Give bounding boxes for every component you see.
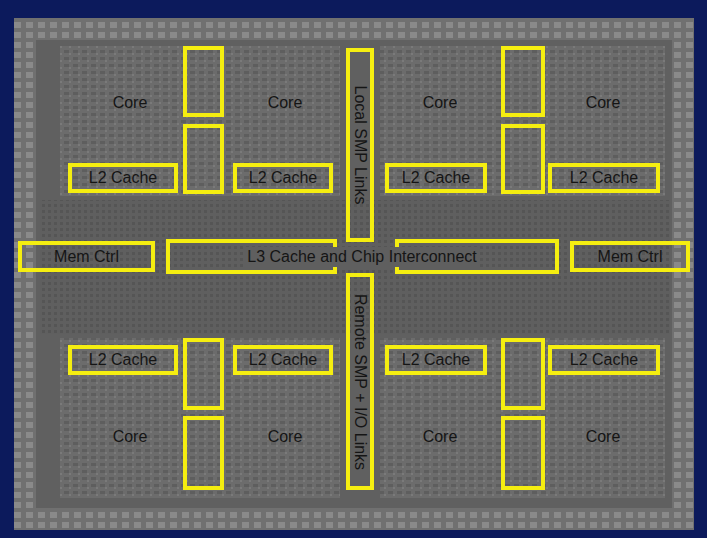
cache-region-box: L2 Cache [385,345,487,375]
cache-region-box: L2 Cache [385,163,487,193]
region-label: L2 Cache [249,169,318,187]
cache-region-box: L2 Cache [233,163,333,193]
region-label: Mem Ctrl [54,248,119,266]
core-label: Core [113,94,148,112]
core-label: Core [423,428,458,446]
cache-region-box: L2 Cache [68,163,178,193]
core-label: Core [268,94,303,112]
cache-region-box: L2 Cache [548,345,660,375]
core-label: Core [268,428,303,446]
cache-region-box: Mem Ctrl [570,241,690,272]
region-label: L2 Cache [402,351,471,369]
core-label: Core [586,428,621,446]
cache-region-box: L2 Cache [233,345,333,375]
core-label: Core [113,428,148,446]
region-label: L2 Cache [402,169,471,187]
region-label: L2 Cache [570,169,639,187]
core-label: Core [423,94,458,112]
link-region-box: Remote SMP + I/O Links [346,273,374,490]
core-label: Core [586,94,621,112]
link-region-box: Local SMP Links [346,48,374,242]
cache-region-box: L2 Cache [548,163,660,193]
region-label: L2 Cache [89,169,158,187]
interconnect-label: L3 Cache and Chip Interconnect [244,247,479,267]
cache-region-box: L2 Cache [68,345,178,375]
region-label: Remote SMP + I/O Links [351,293,369,469]
cache-region-box: Mem Ctrl [18,241,155,272]
region-label: L2 Cache [249,351,318,369]
region-label: L2 Cache [570,351,639,369]
region-label: Mem Ctrl [598,248,663,266]
region-label: Local SMP Links [351,86,369,205]
region-label: L2 Cache [89,351,158,369]
